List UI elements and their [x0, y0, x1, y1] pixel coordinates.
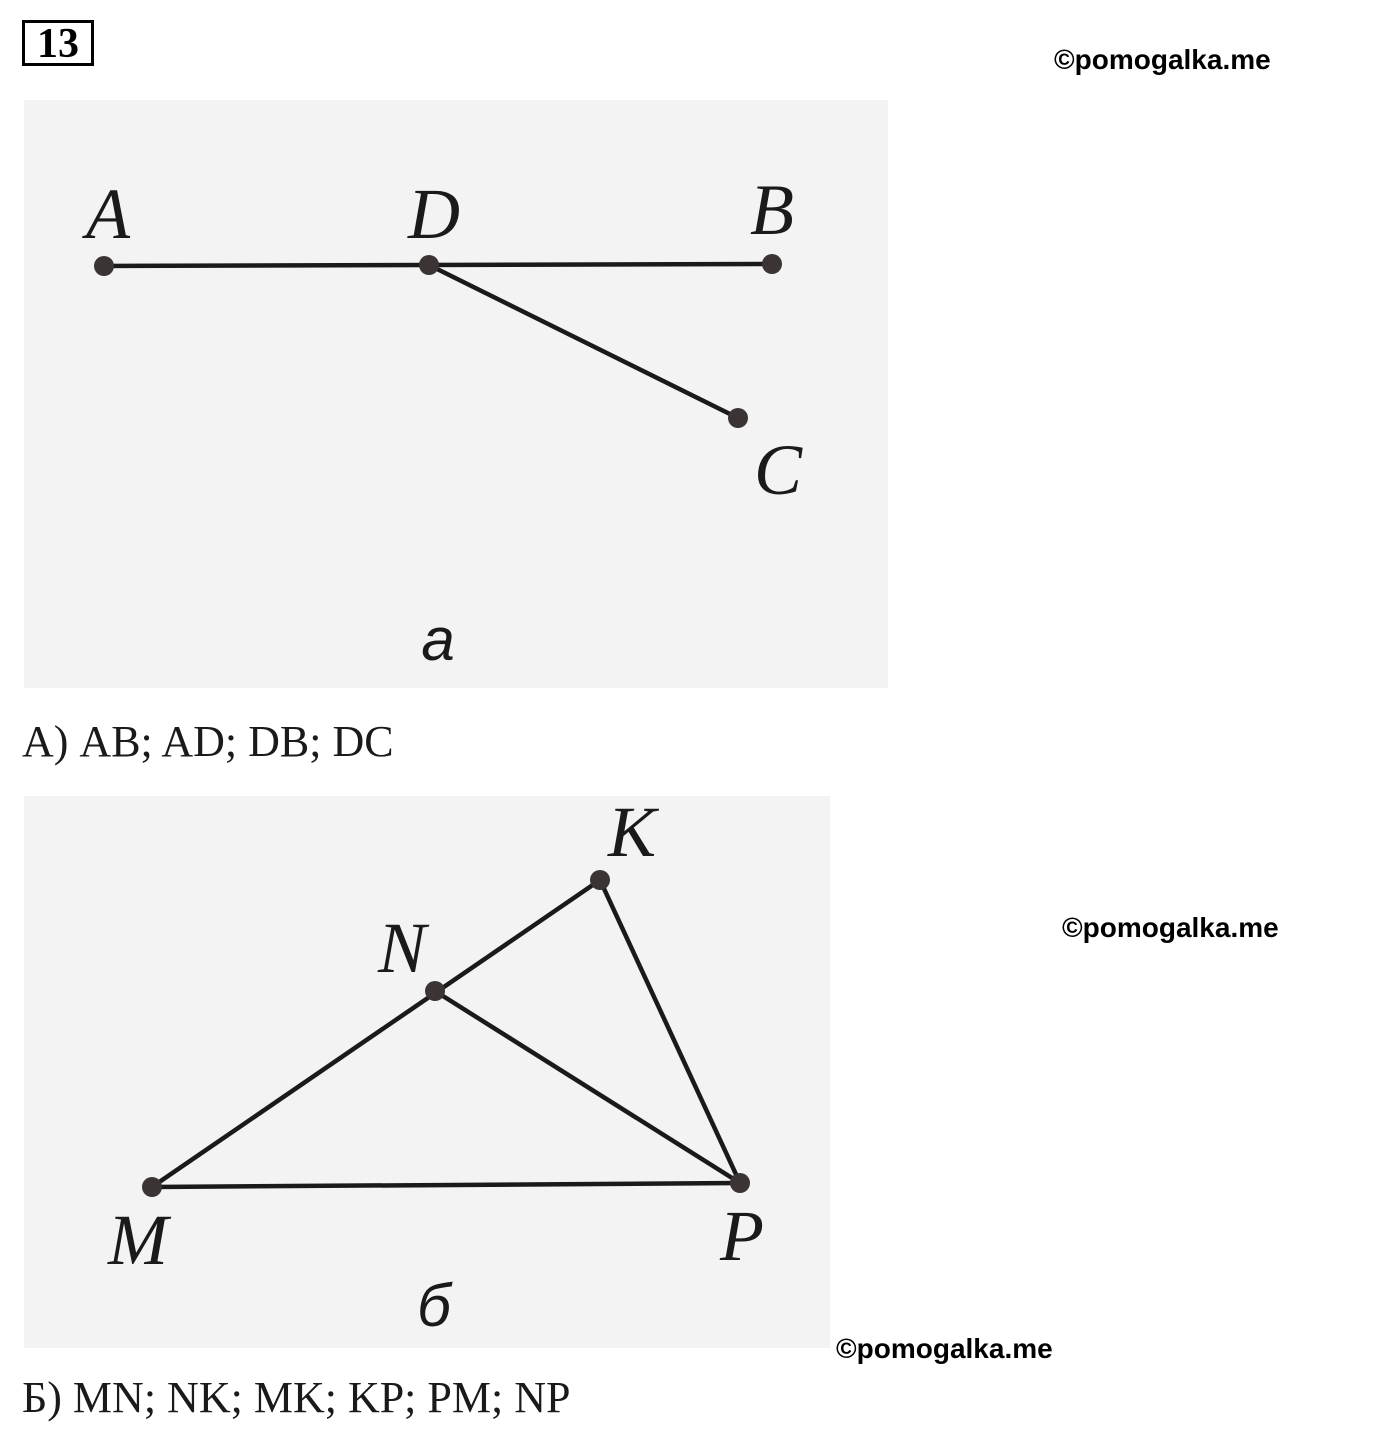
- caption-a: а: [421, 606, 454, 673]
- watermark-middle: ©pomogalka.me: [1062, 912, 1279, 943]
- figure-a: A D B C а: [24, 100, 888, 688]
- point-k: [590, 870, 610, 890]
- segment-mk: [149, 877, 603, 1190]
- answer-b: Б) MN; NK; MK; KP; PM; NP: [22, 1373, 571, 1422]
- label-d: D: [407, 174, 460, 254]
- label-k: K: [607, 796, 660, 872]
- label-c: C: [754, 430, 803, 510]
- figure-b-diagram: K N M P б: [107, 796, 764, 1339]
- label-m: M: [107, 1200, 172, 1280]
- label-n: N: [377, 908, 430, 988]
- figure-b: K N M P б: [24, 796, 830, 1348]
- point-p: [730, 1173, 750, 1193]
- label-a: A: [82, 174, 131, 254]
- segment-dc: [426, 262, 741, 421]
- answer-a: А) AB; AD; DB; DC: [22, 717, 394, 766]
- caption-b: б: [417, 1272, 453, 1339]
- point-c: [728, 408, 748, 428]
- segment-kp: [597, 877, 743, 1186]
- label-p: P: [719, 1196, 764, 1276]
- label-b: B: [750, 170, 794, 250]
- point-a: [94, 256, 114, 276]
- watermark-top: ©pomogalka.me: [1054, 44, 1271, 75]
- segment-mp: [149, 1180, 743, 1190]
- point-b: [762, 254, 782, 274]
- point-n: [425, 981, 445, 1001]
- segment-np: [432, 988, 743, 1186]
- figure-a-diagram: A D B C а: [82, 170, 803, 673]
- problem-number: 13: [22, 20, 94, 66]
- watermark-bottom: ©pomogalka.me: [836, 1333, 1053, 1364]
- point-m: [142, 1177, 162, 1197]
- point-d: [419, 255, 439, 275]
